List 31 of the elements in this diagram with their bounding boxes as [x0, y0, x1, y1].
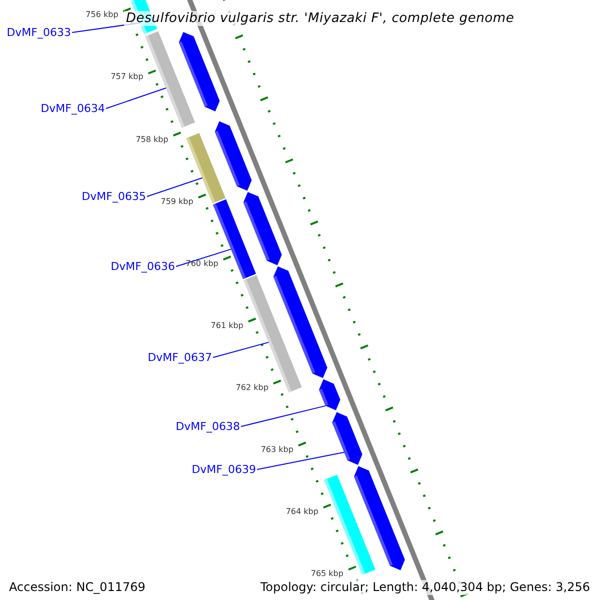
leader-line	[256, 452, 345, 470]
gene-bar	[243, 192, 282, 266]
gene-bar	[273, 266, 328, 378]
scale-label: 758 kbp	[136, 134, 168, 144]
gene-label: DvMF_0637	[148, 351, 212, 364]
gene-label: DvMF_0634	[40, 102, 105, 115]
leader-line	[146, 177, 203, 197]
gene-label: DvMF_0635	[82, 190, 146, 203]
gene-label: DvMF_0636	[110, 260, 175, 273]
scale-label: 760 kbp	[186, 258, 218, 269]
leader-line	[106, 88, 166, 109]
scale-label: 762 kbp	[236, 382, 268, 393]
gene-bar	[178, 32, 220, 112]
gene-bar	[332, 412, 362, 465]
genome-info-text: Topology: circular; Length: 4,040,304 bp; Genes: 3,256	[260, 580, 590, 595]
scale-label: 763 kbp	[260, 444, 294, 455]
gene-bar	[214, 121, 252, 191]
gene-label: DvMF_0639	[192, 463, 256, 476]
gene-label: DvMF_0633	[6, 26, 71, 39]
scale-label: 765 kbp	[310, 568, 344, 579]
gene-bar	[354, 466, 405, 570]
scale-label: 756 kbp	[86, 10, 118, 20]
leader-line	[176, 248, 232, 267]
chart-title: Desulfovibrio vulgaris str. 'Miyazaki F', complete genome	[124, 11, 516, 26]
scale-label: 757 kbp	[110, 72, 144, 82]
leader-line	[240, 405, 326, 427]
leader-line	[212, 342, 270, 358]
gene-label: DvMF_0638	[176, 420, 240, 433]
scale-label: 759 kbp	[160, 196, 194, 207]
accession-text: Accession: NC_011769	[9, 580, 146, 595]
gene-bar	[319, 379, 340, 410]
